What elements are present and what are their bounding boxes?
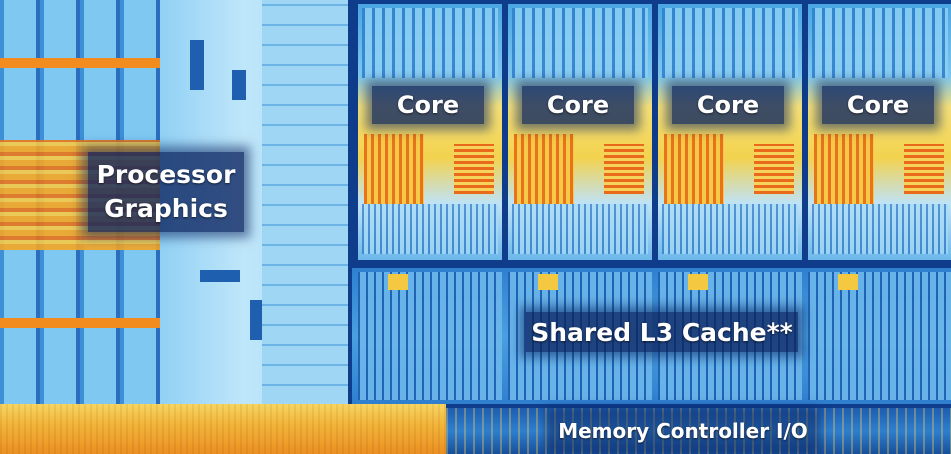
- memory-controller-label: Memory Controller I/O: [552, 414, 814, 448]
- core-hot-zone: [664, 134, 724, 204]
- l3-cache-marker: [538, 274, 558, 290]
- core-hot-zone: [454, 144, 494, 194]
- core-hot-zone: [754, 144, 794, 194]
- l3-cache-label: Shared L3 Cache**: [526, 312, 798, 352]
- core-label: Core: [372, 86, 484, 124]
- core-bottom-lines: [662, 204, 798, 254]
- core-top-grid: [512, 8, 648, 78]
- core-top-grid: [812, 8, 948, 78]
- core-2: [508, 4, 652, 260]
- processor-graphics-label: Processor Graphics: [88, 152, 244, 232]
- core-label: Core: [672, 86, 784, 124]
- core-bottom-lines: [512, 204, 648, 254]
- core-label: Core: [522, 86, 634, 124]
- core-hot-zone: [364, 134, 424, 204]
- l3-cache-marker: [388, 274, 408, 290]
- graphics-bar: [0, 318, 160, 328]
- core-4: [808, 4, 951, 260]
- core-label: Core: [822, 86, 934, 124]
- core-3: [658, 4, 802, 260]
- core-bottom-lines: [812, 204, 948, 254]
- l3-cache-marker: [688, 274, 708, 290]
- core-bottom-lines: [362, 204, 498, 254]
- core-hot-zone: [514, 134, 574, 204]
- system-agent-strip: [0, 404, 446, 454]
- graphics-uncore-strip: [262, 0, 348, 404]
- graphics-logic-block: [190, 40, 204, 90]
- graphics-logic-block: [200, 270, 240, 282]
- core-top-grid: [362, 8, 498, 78]
- l3-cache-marker: [838, 274, 858, 290]
- core-hot-zone: [904, 144, 944, 194]
- core-hot-zone: [604, 144, 644, 194]
- l3-cache-slice: [358, 272, 502, 400]
- cores-region: [352, 0, 951, 264]
- core-hot-zone: [814, 134, 874, 204]
- processor-graphics-region: [0, 0, 352, 404]
- l3-cache-slice: [808, 272, 951, 400]
- core-top-grid: [662, 8, 798, 78]
- graphics-bar: [0, 58, 160, 68]
- graphics-logic-block: [250, 300, 262, 340]
- graphics-logic-block: [232, 70, 246, 100]
- core-1: [358, 4, 502, 260]
